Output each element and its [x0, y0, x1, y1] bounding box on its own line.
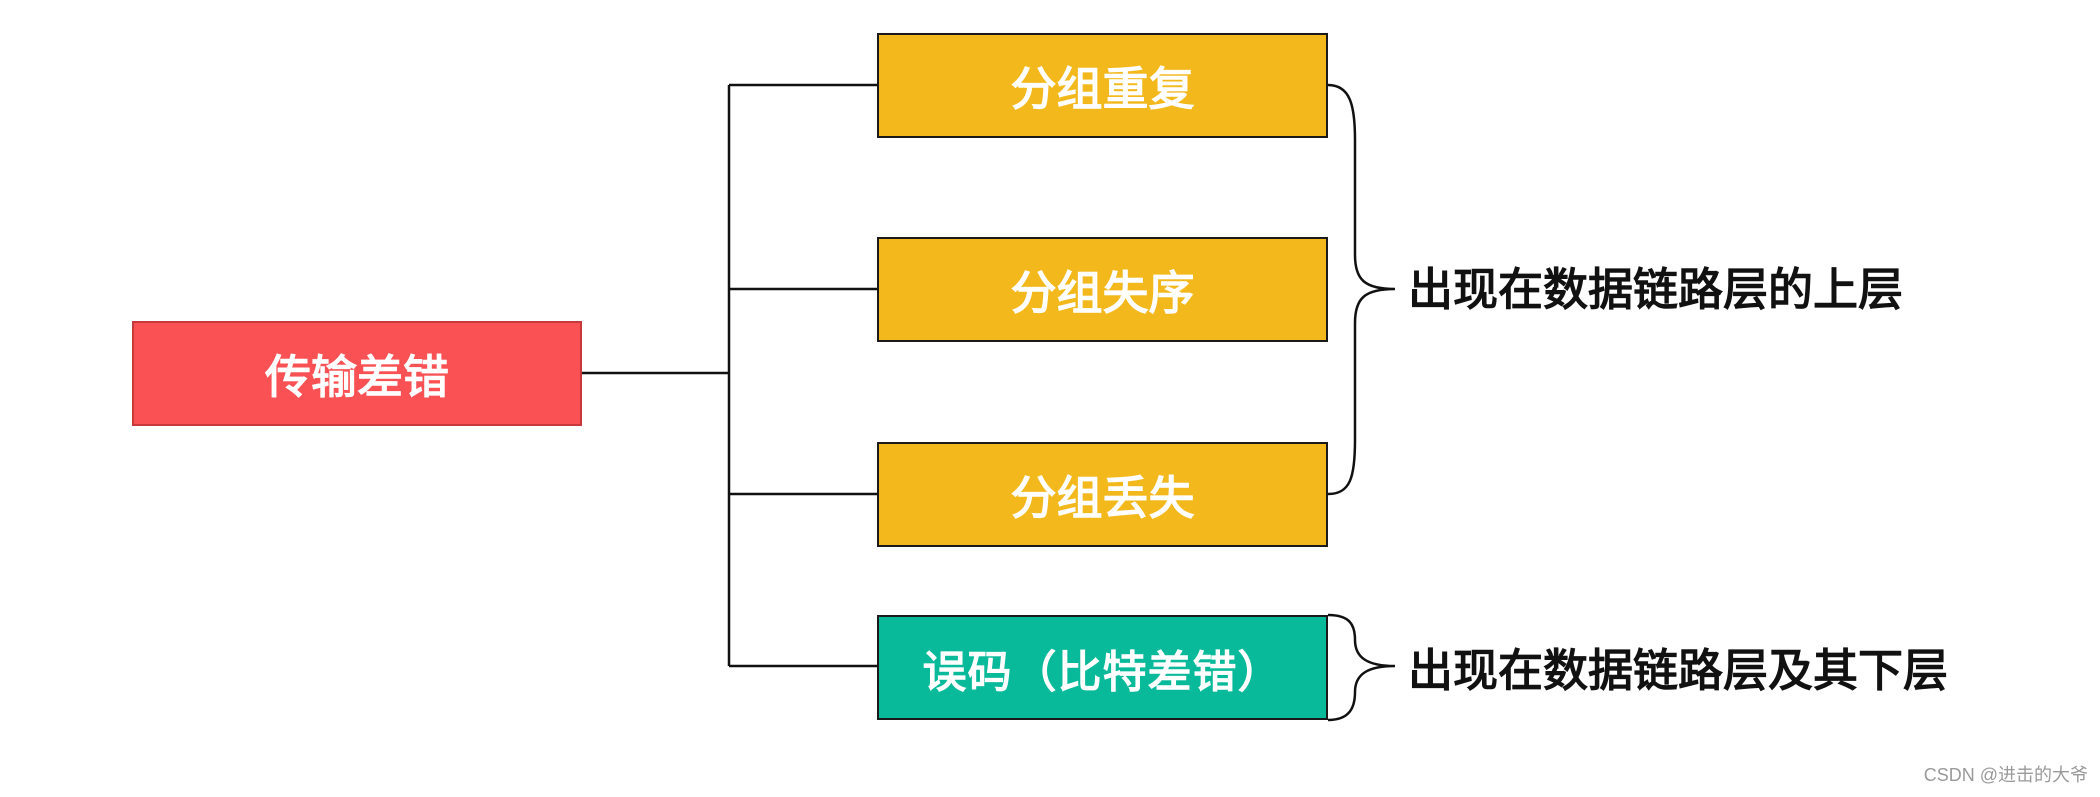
root-node-transmission-errors: 传输差错	[132, 321, 582, 426]
branch-node-label: 分组失序	[1010, 265, 1195, 320]
branch-node-packet-out-of-order: 分组失序	[877, 237, 1328, 342]
branch-node-packet-loss: 分组丢失	[877, 442, 1328, 547]
branch-node-packet-duplication: 分组重复	[877, 33, 1328, 138]
root-node-label: 传输差错	[265, 349, 449, 404]
curly-brace-lower	[1327, 613, 1396, 722]
annotation-lower-layers: 出现在数据链路层及其下层	[1408, 644, 1949, 697]
branch-node-label: 分组丢失	[1010, 470, 1195, 525]
branch-node-label: 分组重复	[1010, 61, 1195, 116]
branch-node-label: 误码（比特差错）	[922, 646, 1283, 698]
branch-node-bit-errors: 误码（比特差错）	[877, 615, 1328, 720]
annotation-upper-layers: 出现在数据链路层的上层	[1408, 263, 1904, 316]
curly-brace-upper	[1327, 83, 1396, 496]
watermark-text: CSDN @进击的大爷	[1923, 765, 2088, 785]
